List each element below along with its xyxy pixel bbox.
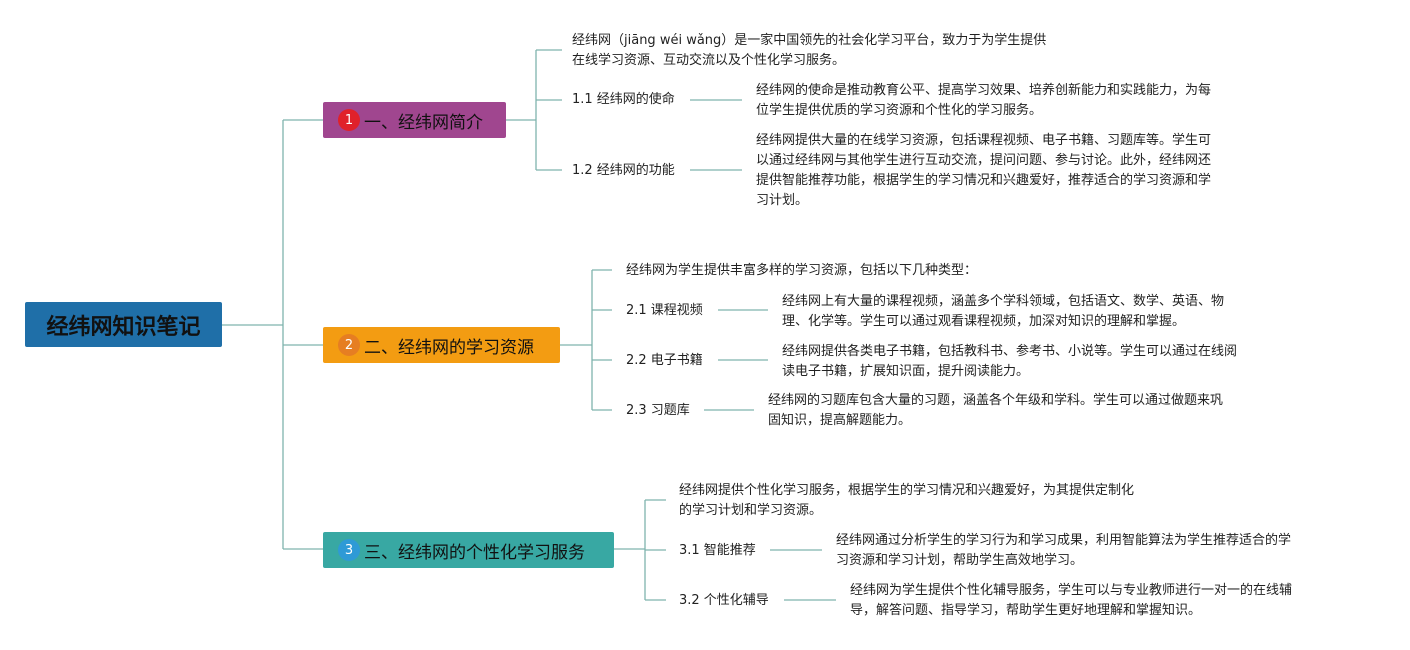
number-badge-icon: 3: [338, 539, 360, 561]
subtopic-label[interactable]: 3.1 智能推荐: [679, 543, 756, 558]
text-line: 经纬网提供各类电子书籍，包括教科书、参考书、小说等。学生可以通过在线阅: [782, 344, 1238, 359]
text-line: 经纬网通过分析学生的学习行为和学习成果，利用智能算法为学生推荐适合的学: [836, 533, 1292, 548]
branch-topic-3[interactable]: 3 三、经纬网的个性化学习服务: [323, 532, 614, 568]
subtopic-text: 经纬网提供大量的在线学习资源，包括课程视频、电子书籍、习题库等。学生可 以通过经…: [756, 131, 1211, 211]
root-topic-label: 经纬网知识笔记: [46, 314, 201, 340]
subtopic-label[interactable]: 2.3 习题库: [626, 403, 690, 418]
branch-topic-label: 一、经纬网简介: [364, 112, 483, 133]
number-badge-icon: 1: [338, 109, 360, 131]
text-line: 提供智能推荐功能，根据学生的学习情况和兴趣爱好，推荐适合的学习资源和学: [756, 173, 1212, 188]
text-line: 以通过经纬网与其他学生进行互动交流，提问问题、参与讨论。此外，经纬网还: [756, 153, 1212, 168]
text-line: 习资源和学习计划，帮助学生高效地学习。: [836, 553, 1084, 568]
subtopic-label[interactable]: 2.2 电子书籍: [626, 353, 703, 368]
subtopic-text: 经纬网的习题库包含大量的习题，涵盖各个年级和学科。学生可以通过做题来巩 固知识，…: [768, 391, 1223, 431]
branch-topic-label: 二、经纬网的学习资源: [364, 337, 534, 358]
subtopic-text: 经纬网的使命是推动教育公平、提高学习效果、培养创新能力和实践能力，为每 位学生提…: [756, 81, 1211, 121]
text-line: 经纬网为学生提供丰富多样的学习资源，包括以下几种类型：: [626, 263, 978, 278]
text-line: 在线学习资源、互动交流以及个性化学习服务。: [572, 53, 846, 68]
text-line: 固知识，提高解题能力。: [768, 413, 912, 428]
subtopic-text: 经纬网上有大量的课程视频，涵盖多个学科领域，包括语文、数学、英语、物 理、化学等…: [782, 292, 1224, 332]
text-line: 经纬网为学生提供个性化辅导服务，学生可以与专业教师进行一对一的在线辅: [850, 583, 1293, 598]
subtopic-label[interactable]: 1.2 经纬网的功能: [572, 163, 675, 178]
branch-topic-1[interactable]: 1 一、经纬网简介: [323, 102, 506, 138]
subtopic-label[interactable]: 1.1 经纬网的使命: [572, 92, 675, 107]
text-line: 理、化学等。学生可以通过观看课程视频，加深对知识的理解和掌握。: [782, 314, 1186, 329]
text-line: 经纬网上有大量的课程视频，涵盖多个学科领域，包括语文、数学、英语、物: [782, 294, 1225, 309]
text-line: 经纬网的习题库包含大量的习题，涵盖各个年级和学科。学生可以通过做题来巩: [768, 393, 1224, 408]
text-line: 经纬网的使命是推动教育公平、提高学习效果、培养创新能力和实践能力，为每: [756, 83, 1212, 98]
subtopic-text: 经纬网为学生提供个性化辅导服务，学生可以与专业教师进行一对一的在线辅 导，解答问…: [850, 581, 1292, 621]
text-line: 的学习计划和学习资源。: [679, 503, 823, 518]
text-line: 导，解答问题、指导学习，帮助学生更好地理解和掌握知识。: [850, 603, 1202, 618]
text-line: 经纬网提供大量的在线学习资源，包括课程视频、电子书籍、习题库等。学生可: [756, 133, 1212, 148]
number-badge-icon: 2: [338, 334, 360, 356]
branch-topic-2[interactable]: 2 二、经纬网的学习资源: [323, 327, 560, 363]
intro-text: 经纬网（jiāng wéi wǎng）是一家中国领先的社会化学习平台，致力于为学…: [572, 31, 1046, 71]
subtopic-text: 经纬网通过分析学生的学习行为和学习成果，利用智能算法为学生推荐适合的学 习资源和…: [836, 531, 1291, 571]
root-topic[interactable]: 经纬网知识笔记: [25, 302, 222, 347]
intro-text: 经纬网为学生提供丰富多样的学习资源，包括以下几种类型：: [626, 261, 977, 281]
text-line: 读电子书籍，扩展知识面，提升阅读能力。: [782, 364, 1030, 379]
text-line: 经纬网提供个性化学习服务，根据学生的学习情况和兴趣爱好，为其提供定制化: [679, 483, 1135, 498]
intro-text: 经纬网提供个性化学习服务，根据学生的学习情况和兴趣爱好，为其提供定制化 的学习计…: [679, 481, 1134, 521]
text-line: 习计划。: [756, 193, 809, 208]
branch-topic-label: 三、经纬网的个性化学习服务: [364, 542, 585, 563]
subtopic-label[interactable]: 2.1 课程视频: [626, 303, 703, 318]
text-line: 经纬网（jiāng wéi wǎng）是一家中国领先的社会化学习平台，致力于为学…: [572, 33, 1047, 48]
subtopic-label[interactable]: 3.2 个性化辅导: [679, 593, 769, 608]
text-line: 位学生提供优质的学习资源和个性化的学习服务。: [756, 103, 1043, 118]
subtopic-text: 经纬网提供各类电子书籍，包括教科书、参考书、小说等。学生可以通过在线阅 读电子书…: [782, 342, 1237, 382]
